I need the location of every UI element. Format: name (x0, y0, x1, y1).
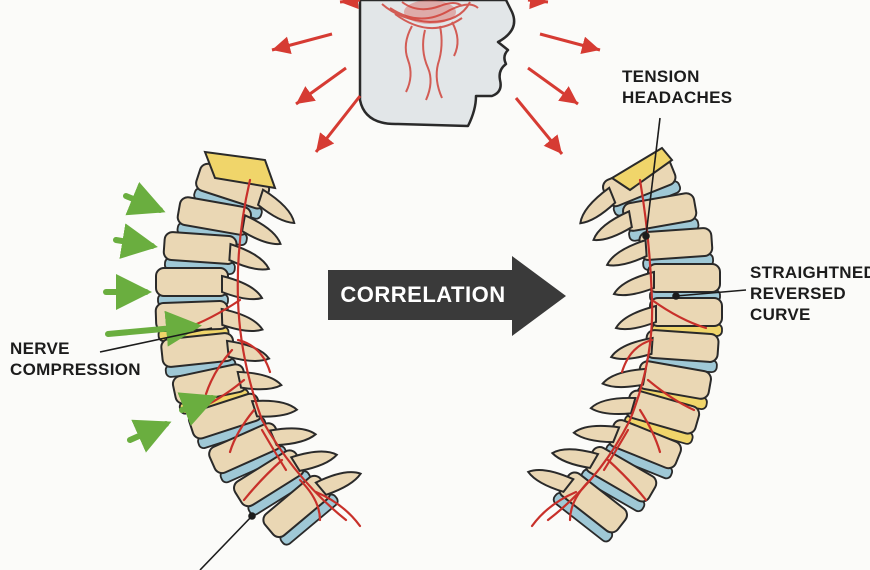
curve-label-line3: CURVE (750, 305, 811, 324)
curve-label-line2: REVERSED (750, 284, 846, 303)
nerve-compression-label: NERVE COMPRESSION (10, 338, 141, 380)
spinous-process (550, 448, 600, 470)
vertebra (644, 329, 720, 363)
spinous-process (601, 367, 648, 389)
curve-label-line1: STRAIGHTNED/ (750, 263, 870, 282)
spinous-process (526, 469, 575, 493)
vertebra (162, 231, 238, 265)
correlation-arrow (328, 256, 566, 336)
tension-label-line2: HEADACHES (622, 88, 733, 107)
spinous-process (221, 274, 264, 301)
spinous-process (225, 339, 271, 362)
spinous-process (250, 399, 299, 418)
spinous-process (268, 427, 318, 447)
vertebra (647, 263, 721, 293)
spinous-process (612, 270, 655, 297)
spinous-process (605, 238, 648, 267)
spinous-process (241, 213, 282, 246)
head-pain-icon (358, 0, 516, 128)
nerve-label-line2: COMPRESSION (10, 360, 141, 379)
pain-radiation-arrows (271, 0, 601, 155)
spinous-process (579, 186, 617, 225)
correlation-label: CORRELATION (340, 282, 506, 307)
tension-label-line1: TENSION (622, 67, 700, 86)
spinous-process (256, 188, 296, 224)
spinous-process (614, 304, 657, 331)
spine-illustration-straightened (526, 146, 723, 543)
vertebra (155, 267, 229, 297)
spine-illustration (154, 150, 363, 546)
spinous-process (589, 396, 637, 416)
vertebra (649, 297, 723, 327)
spinous-process (314, 471, 363, 497)
pressure-arrows (103, 181, 218, 453)
leader-lines (99, 117, 747, 570)
reversed-curve-label: STRAIGHTNED/ REVERSED CURVE (750, 262, 870, 325)
nerve-label-line1: NERVE (10, 339, 70, 358)
spinous-process (289, 450, 339, 472)
spinous-process (609, 336, 654, 360)
spinous-process (592, 209, 633, 242)
tension-headaches-label: TENSION HEADACHES (622, 66, 732, 108)
spinous-process (572, 424, 621, 444)
